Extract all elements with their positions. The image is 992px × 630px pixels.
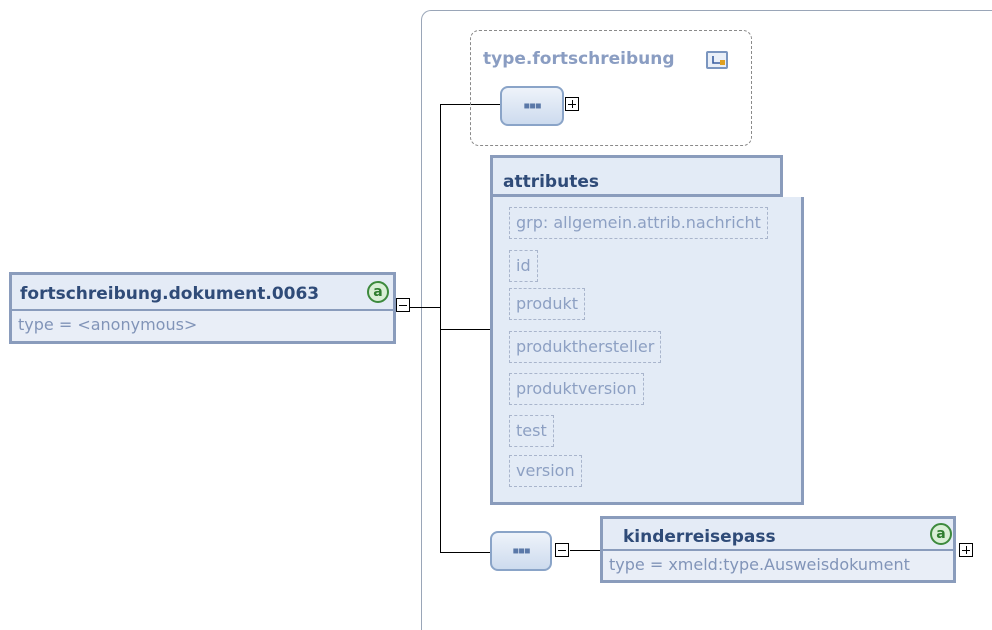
connector-line (570, 550, 601, 551)
expand-toggle-icon[interactable] (565, 97, 579, 111)
complex-type-icon (706, 51, 728, 69)
type-group-box[interactable]: type.fortschreibung (470, 30, 752, 146)
attributes-box: attributes grp: allgemein.attrib.nachric… (490, 155, 804, 505)
connector-line (410, 307, 441, 308)
child-element-name: kinderreisepass (623, 527, 776, 547)
sequence-compositor-icon[interactable]: ▪▪▪ (500, 86, 564, 126)
attribute-badge-icon: a (930, 523, 952, 545)
attributes-title: attributes (503, 172, 599, 192)
child-element-box[interactable]: kinderreisepass a type = xmeld:type.Ausw… (600, 516, 956, 583)
collapse-toggle-icon[interactable] (555, 543, 569, 557)
child-element-type: type = xmeld:type.Ausweisdokument (603, 549, 953, 580)
root-element-name: fortschreibung.dokument.0063 (20, 284, 320, 304)
expand-toggle-icon[interactable] (959, 543, 973, 557)
connector-line (440, 104, 441, 553)
attribute-item[interactable]: id (509, 250, 538, 282)
attributes-header-rule (490, 194, 782, 197)
connector-line (440, 329, 492, 330)
collapse-toggle-icon[interactable] (396, 298, 410, 312)
attribute-item[interactable]: grp: allgemein.attrib.nachricht (509, 207, 768, 239)
attribute-item[interactable]: produkt (509, 288, 586, 320)
connector-line (440, 552, 490, 553)
sequence-compositor-icon[interactable]: ▪▪▪ (490, 531, 552, 571)
type-content-frame (421, 10, 992, 630)
attribute-item[interactable]: produktversion (509, 373, 644, 405)
root-element-box[interactable]: fortschreibung.dokument.0063 a type = <a… (9, 272, 396, 344)
attribute-item[interactable]: test (509, 415, 554, 447)
root-element-type: type = <anonymous> (12, 309, 393, 341)
type-group-name: type.fortschreibung (483, 49, 675, 69)
attribute-badge-icon: a (367, 281, 389, 303)
attribute-item[interactable]: version (509, 455, 582, 487)
attributes-tab-notch (780, 155, 804, 197)
attribute-item[interactable]: produkthersteller (509, 331, 662, 363)
